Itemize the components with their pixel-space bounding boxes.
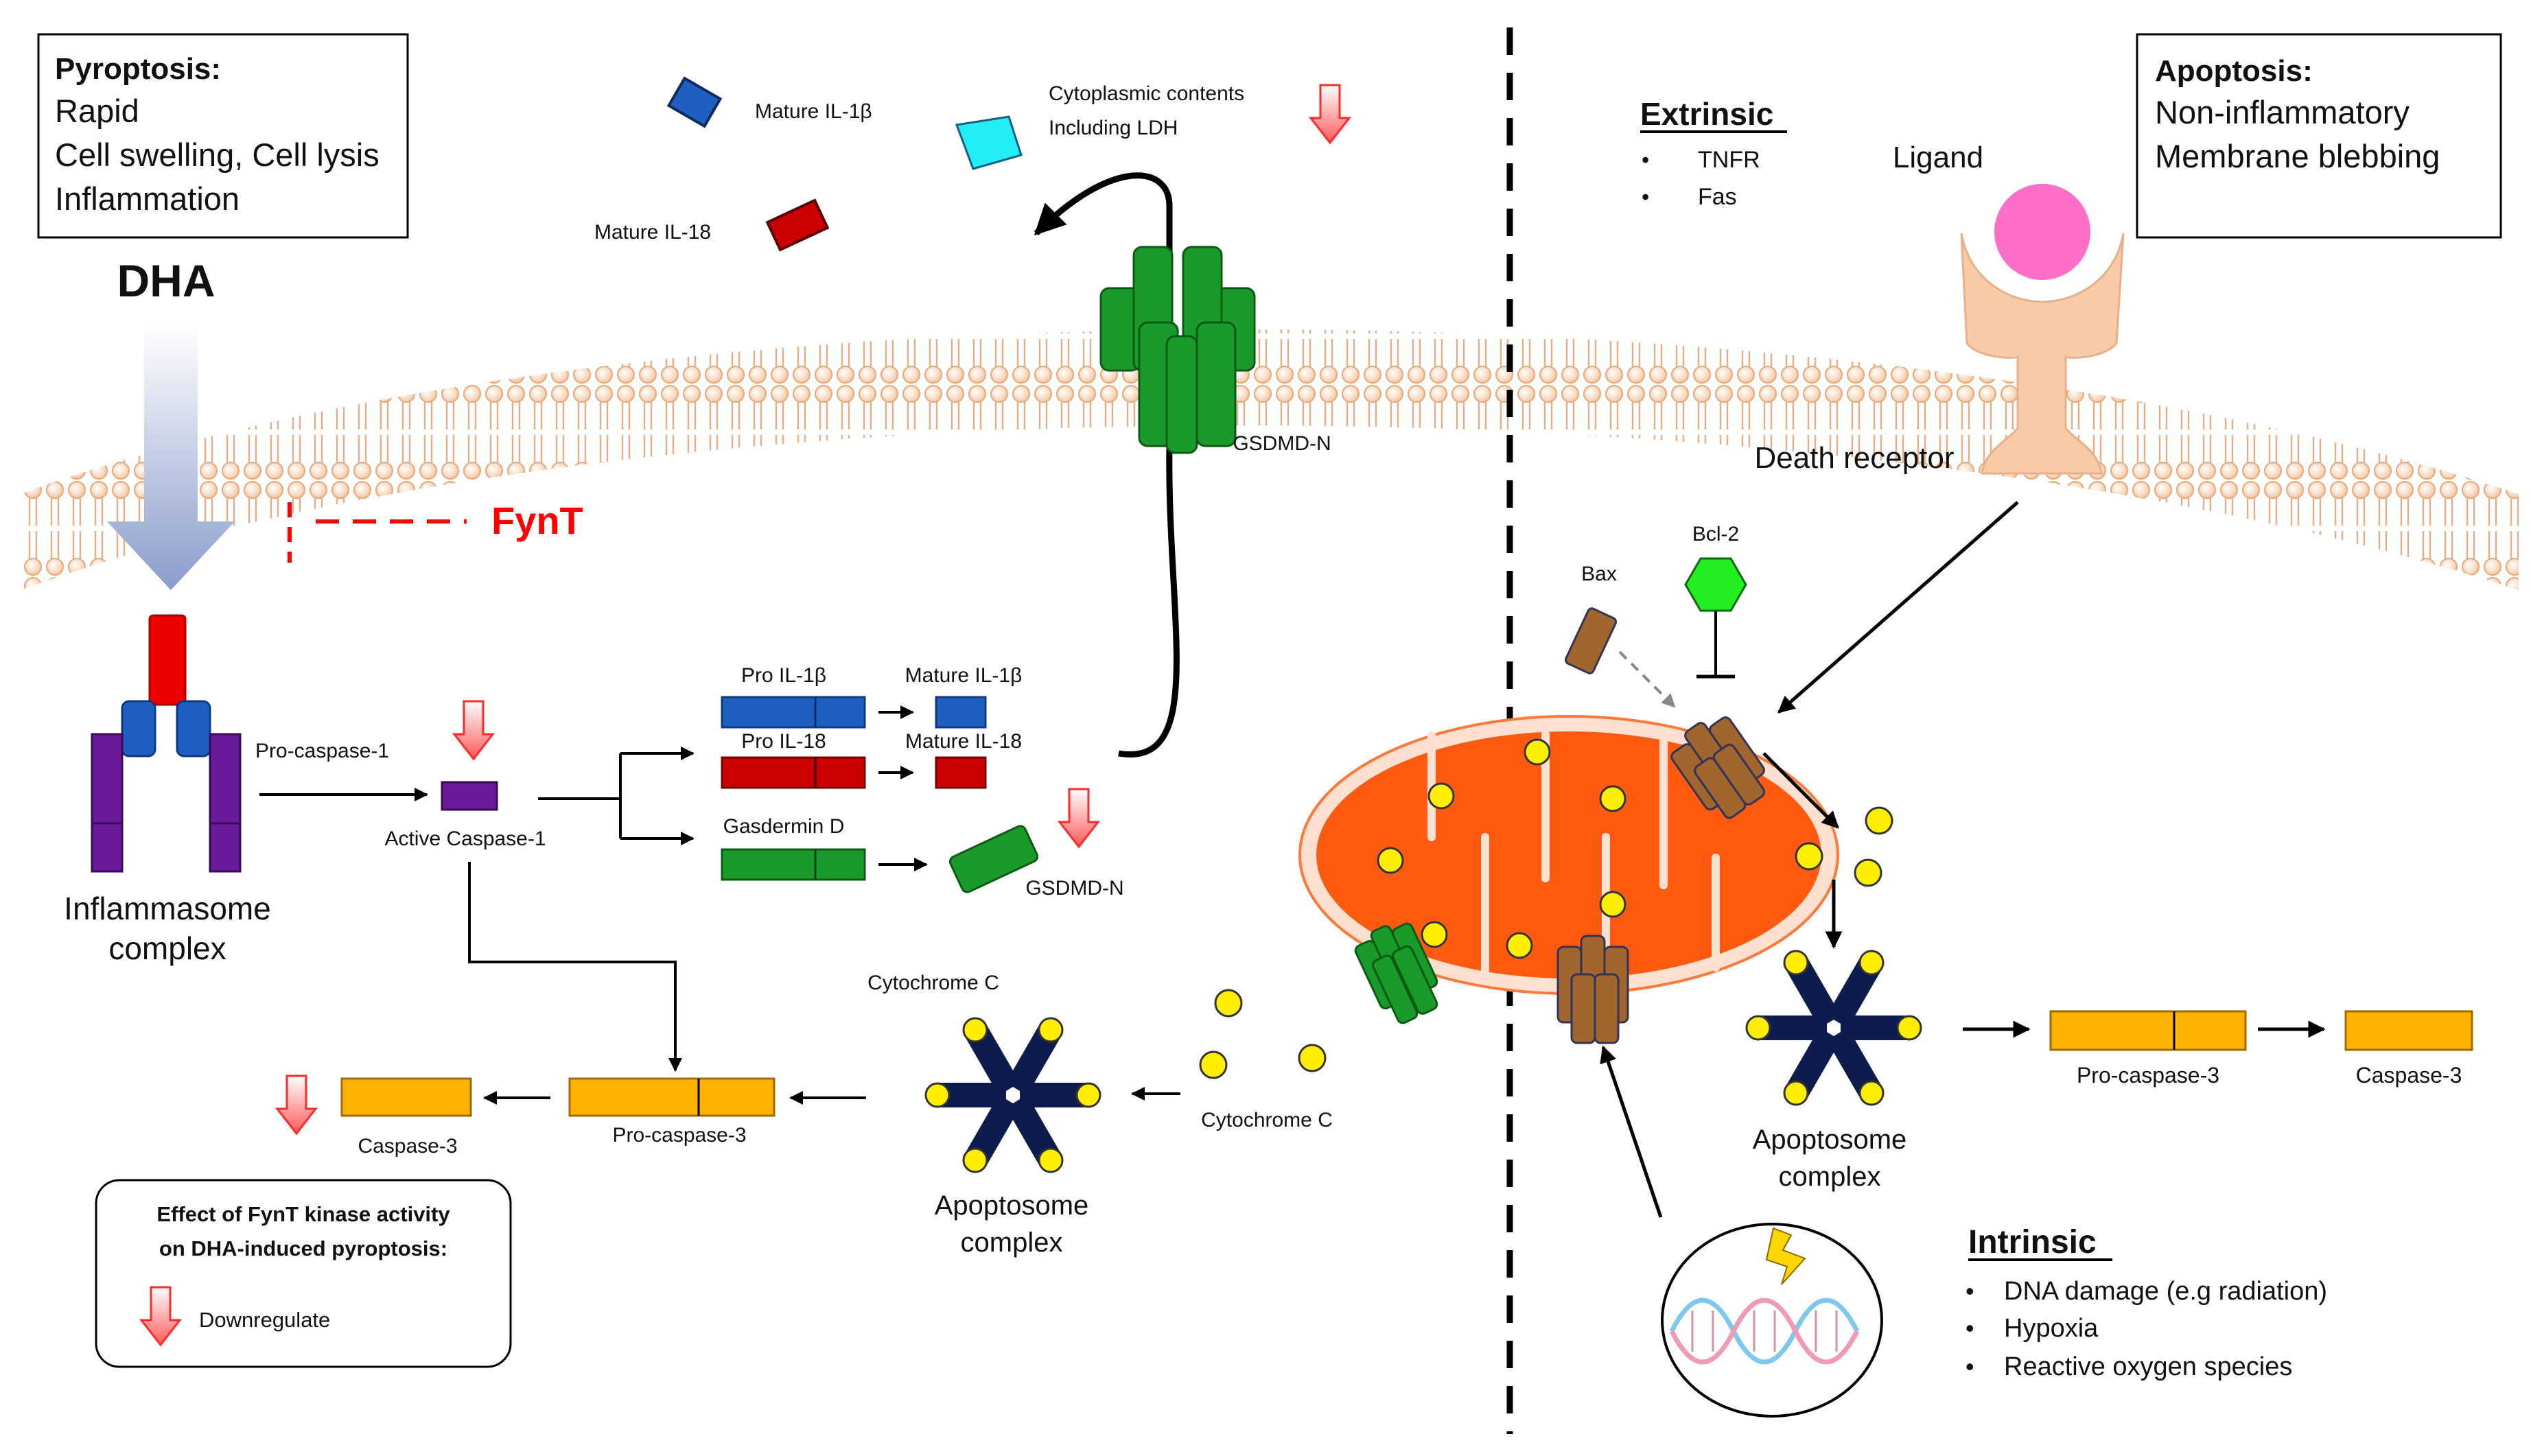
fynt-inhibition: FynT	[288, 499, 583, 563]
legend-title-2: on DHA-induced pyroptosis:	[159, 1236, 447, 1260]
gsdmd-n-label-small: GSDMD-N	[1025, 877, 1123, 900]
legend-box: Effect of FynT kinase activity on DHA-in…	[95, 1179, 512, 1368]
apoptosome-right: Apoptosome complex	[1745, 950, 1922, 1192]
intrinsic-bullet-2: •	[1966, 1314, 1974, 1342]
mature-il1b-released-label: Mature IL-1β	[755, 100, 872, 123]
extrinsic-item-1: TNFR	[1698, 147, 1760, 173]
bax-activation-arrow	[1618, 650, 1676, 708]
arrow-cytochrome-release-right	[1762, 752, 1839, 829]
gsdmd-n-pore-label: GSDMD-N	[1233, 432, 1331, 455]
pro-il18	[721, 756, 866, 789]
apoptosome-right-label-1: Apoptosome	[1753, 1125, 1907, 1155]
bcl2-label: Bcl-2	[1692, 523, 1739, 545]
cytoplasmic-label-1: Cytoplasmic contents	[1049, 82, 1244, 105]
legend-item-label: Downregulate	[199, 1308, 330, 1332]
gasdermin-d	[721, 848, 866, 881]
gsdmd-n-fragment	[948, 825, 1039, 893]
downregulate-arrow-caspase-1	[453, 700, 494, 760]
intrinsic-section: Intrinsic • DNA damage (e.g radiation) •…	[1966, 1224, 2327, 1381]
inflammasome-complex: Inflammasome complex	[64, 614, 271, 966]
downregulate-arrow-gsdmd-n	[1058, 788, 1099, 848]
extrinsic-title: Extrinsic	[1640, 96, 1773, 132]
lightning-icon	[1765, 1227, 1806, 1285]
caspase-3-right	[2344, 1010, 2473, 1051]
cytochrome-c-mid-label: Cytochrome C	[1201, 1109, 1333, 1131]
pro-caspase-3-right-label: Pro-caspase-3	[2077, 1063, 2219, 1088]
extrinsic-bullet-2: •	[1642, 185, 1649, 209]
apoptosome-right-label-2: complex	[1779, 1162, 1881, 1192]
intrinsic-item-1: DNA damage (e.g radiation)	[2004, 1277, 2327, 1306]
extrinsic-bullet-1: •	[1642, 148, 1649, 172]
pro-caspase-1-label: Pro-caspase-1	[255, 740, 389, 762]
arrow-death-receptor-to-mitochondrion	[1777, 501, 2019, 714]
pro-caspase-3-left	[568, 1077, 775, 1117]
cytochrome-c-top-label: Cytochrome C	[867, 972, 999, 994]
cytochrome-c-released	[1199, 989, 1327, 1079]
bax-label: Bax	[1581, 563, 1617, 585]
pro-il18-label: Pro IL-18	[741, 730, 826, 753]
ligand-molecule	[1986, 176, 2099, 288]
intrinsic-bullet-1: •	[1966, 1277, 1974, 1305]
caspase-3-left-label: Caspase-3	[358, 1135, 457, 1158]
pro-caspase-3-left-label: Pro-caspase-3	[612, 1124, 746, 1147]
dha-arrow	[107, 324, 235, 590]
apoptosis-line-1: Non-inflammatory	[2155, 94, 2410, 130]
death-receptor-label: Death receptor	[1754, 441, 1954, 475]
gasdermin-d-label: Gasdermin D	[723, 815, 845, 838]
intrinsic-item-3: Reactive oxygen species	[2004, 1352, 2292, 1381]
extrinsic-section: Extrinsic • TNFR • Fas	[1640, 96, 1787, 210]
cell-membrane	[21, 329, 2519, 590]
pro-caspase-3-right	[2049, 1010, 2247, 1051]
gsdmd-pore-flow-arrow	[1034, 172, 1180, 758]
pro-il1b	[721, 696, 866, 729]
active-caspase-1	[441, 781, 498, 811]
caspase-3-right-label: Caspase-3	[2356, 1063, 2462, 1088]
caspase-1-to-pro-caspase-3-line	[468, 862, 682, 1072]
apoptosis-box: Apoptosis: Non-inflammatory Membrane ble…	[2136, 33, 2502, 239]
legend-title-1: Effect of FynT kinase activity	[156, 1202, 450, 1226]
gsdmd-n-pore	[1099, 246, 1256, 454]
inflammasome-label-1: Inflammasome	[64, 891, 271, 926]
pyroptosis-box: Pyroptosis: Rapid Cell swelling, Cell ly…	[37, 33, 409, 239]
mature-il1b-released	[666, 76, 723, 128]
caspase-3-left	[340, 1077, 472, 1117]
ldh-shape	[955, 115, 1023, 170]
pyroptosis-title: Pyroptosis:	[55, 52, 221, 86]
intrinsic-bullet-3: •	[1966, 1352, 1974, 1381]
arrow-dna-damage-to-mitochondrion	[1600, 1045, 1663, 1218]
mature-il18-released-label: Mature IL-18	[594, 221, 711, 244]
death-receptor	[1960, 233, 2125, 475]
mature-il1b-small	[935, 696, 987, 729]
cytochrome-c-right	[1795, 806, 1893, 887]
pyroptosis-line-3: Inflammation	[55, 180, 240, 217]
pyroptosis-line-1: Rapid	[55, 93, 139, 129]
fynt-label: FynT	[491, 499, 583, 542]
downregulate-arrow-caspase-3	[276, 1075, 317, 1135]
pro-il1b-label: Pro IL-1β	[741, 664, 826, 687]
intrinsic-item-2: Hypoxia	[2004, 1314, 2099, 1343]
dha-label: DHA	[117, 255, 215, 306]
pyroptosis-line-2: Cell swelling, Cell lysis	[55, 137, 380, 173]
cytoplasmic-label-2: Including LDH	[1049, 117, 1178, 139]
mitochondrion	[1298, 715, 1839, 1044]
mature-il18-released	[765, 198, 830, 252]
bcl2-protein	[1684, 557, 1747, 612]
inflammasome-label-2: complex	[108, 930, 226, 966]
apoptosome-left-label-1: Apoptosome	[935, 1190, 1089, 1221]
apoptosome-left: Cytochrome C Apoptosome complex	[867, 972, 1101, 1258]
bax-protein	[1564, 607, 1618, 674]
apoptosis-line-2: Membrane blebbing	[2155, 138, 2440, 174]
apoptosome-left-label-2: complex	[961, 1228, 1063, 1258]
dna-damage-cell	[1661, 1223, 1883, 1418]
mature-il1b-label-small: Mature IL-1β	[905, 664, 1023, 687]
downregulate-arrow-ldh	[1309, 84, 1351, 144]
ligand-label: Ligand	[1893, 141, 1983, 174]
caspase-1-branch-lines	[538, 747, 695, 845]
extrinsic-item-2: Fas	[1698, 184, 1737, 210]
mature-il18-label-small: Mature IL-18	[905, 730, 1022, 753]
active-caspase-1-label: Active Caspase-1	[384, 827, 546, 850]
apoptosis-title: Apoptosis:	[2155, 54, 2313, 88]
mature-il18-small	[935, 756, 987, 789]
intrinsic-title: Intrinsic	[1968, 1224, 2097, 1260]
